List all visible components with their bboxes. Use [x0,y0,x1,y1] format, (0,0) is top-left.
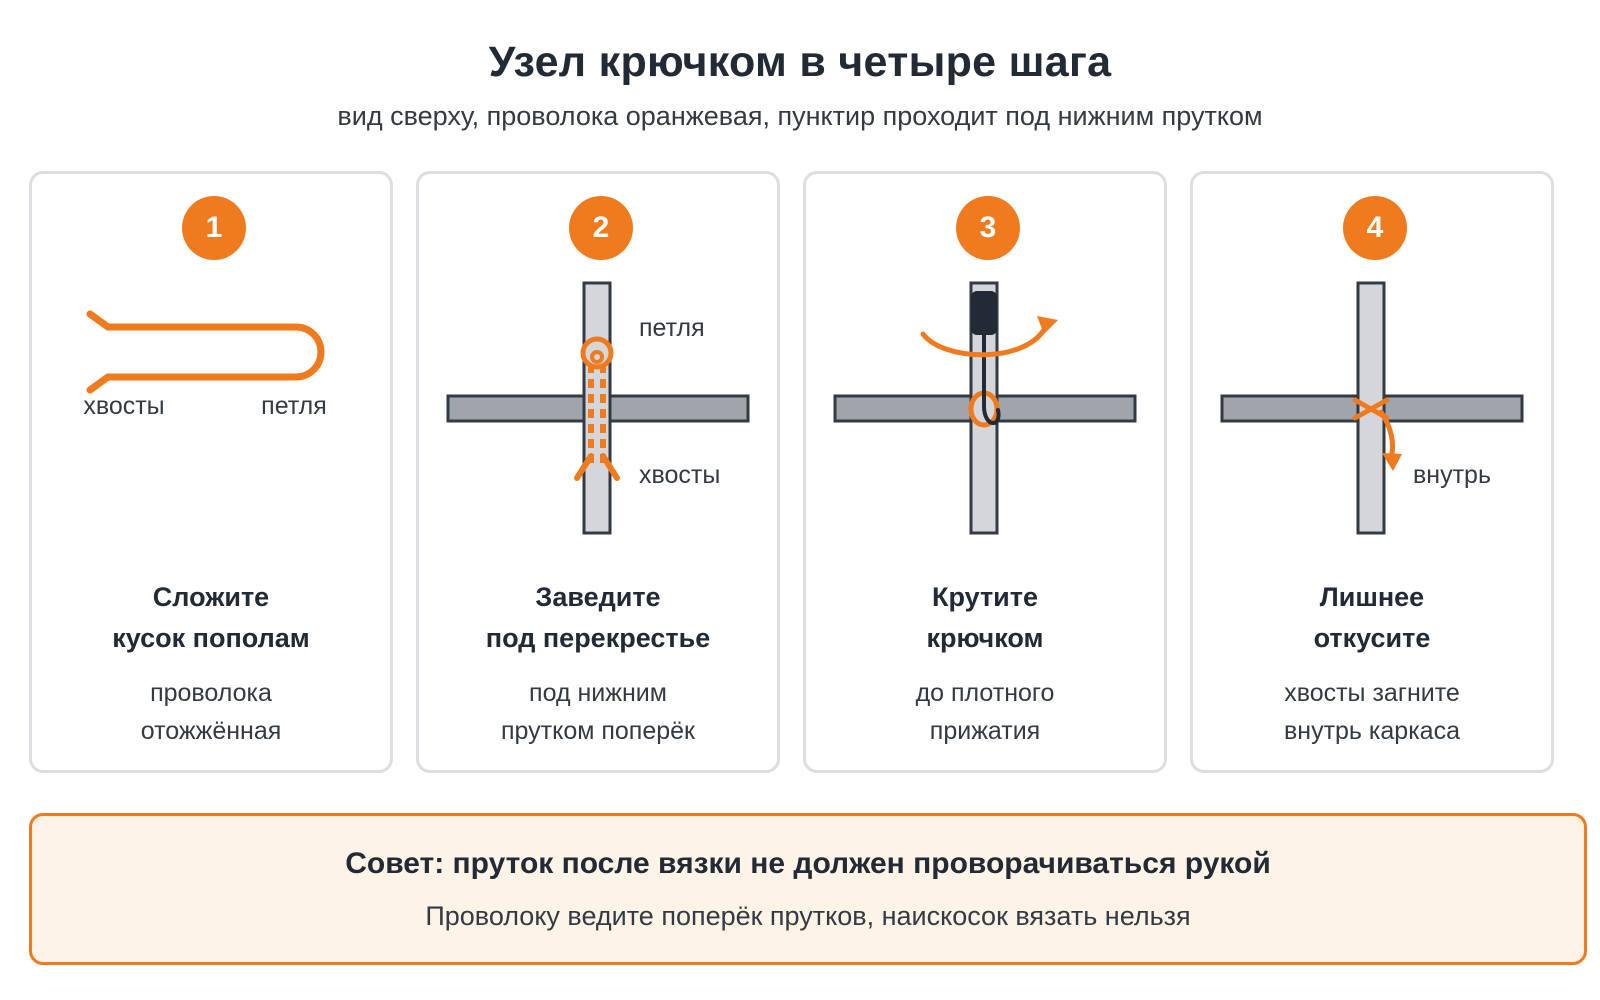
tip-box: Совет: пруток после вязки не должен пров… [29,813,1587,965]
page-subtitle: вид сверху, проволока оранжевая, пунктир… [337,101,1263,131]
folded-wire [86,310,325,394]
page-title: Узел крючком в четыре шага [488,38,1112,86]
vertical-rod [582,281,612,535]
step-card-4: 4 внутрь Лишнее откусите хвосты загните … [1190,171,1554,773]
step-card-1: 1 хвосты петля Сложите кусок пополам про… [29,171,393,773]
step-number-badge: 4 [1343,196,1407,260]
step-card-2: 2 петля хвосты Заведите под перекрестье … [416,171,780,773]
step-card-3: 3 Крутите крючком до плотного прижатия [803,171,1167,773]
step-description: проволока отожжённая [140,679,282,745]
step-description: до плотного прижатия [915,679,1055,745]
step-number-badge: 3 [956,196,1020,260]
tip-text: Проволоку ведите поперёк прутков, наиско… [425,901,1191,931]
rotation-arrowhead [1037,316,1058,334]
bent-tail-arrowhead [1382,453,1402,471]
vertical-rod [1356,281,1386,535]
step-heading: Крутите крючком [926,582,1044,653]
hook-handle [971,291,997,335]
wire-loop-inner [590,350,604,364]
wire-under-crossing-illustration: петля хвосты [446,281,750,535]
wire-tails [574,453,620,481]
folded-wire-illustration: хвосты петля [83,310,327,420]
step-description: хвосты загните внутрь каркаса [1283,679,1460,745]
label-tails: хвосты [83,392,164,420]
label-loop: петля [639,314,705,342]
step-description: под нижним прутком поперёк [501,679,695,745]
hook-twisting-illustration [833,281,1137,535]
trim-and-bend-illustration: внутрь [1220,281,1524,535]
step-heading: Сложите кусок пополам [112,582,310,653]
step-heading: Лишнее откусите [1313,582,1431,653]
step-heading: Заведите под перекрестье [485,582,711,653]
label-inside: внутрь [1413,461,1491,489]
step-number-badge: 2 [569,196,633,260]
wire-loop [580,336,614,370]
step-number-badge: 1 [182,196,246,260]
tip-title: Совет: пруток после вязки не должен пров… [345,847,1271,880]
hook-shaft [982,333,1001,425]
rotation-arrow [920,323,1049,358]
label-loop: петля [261,392,327,420]
label-tails: хвосты [639,461,720,489]
